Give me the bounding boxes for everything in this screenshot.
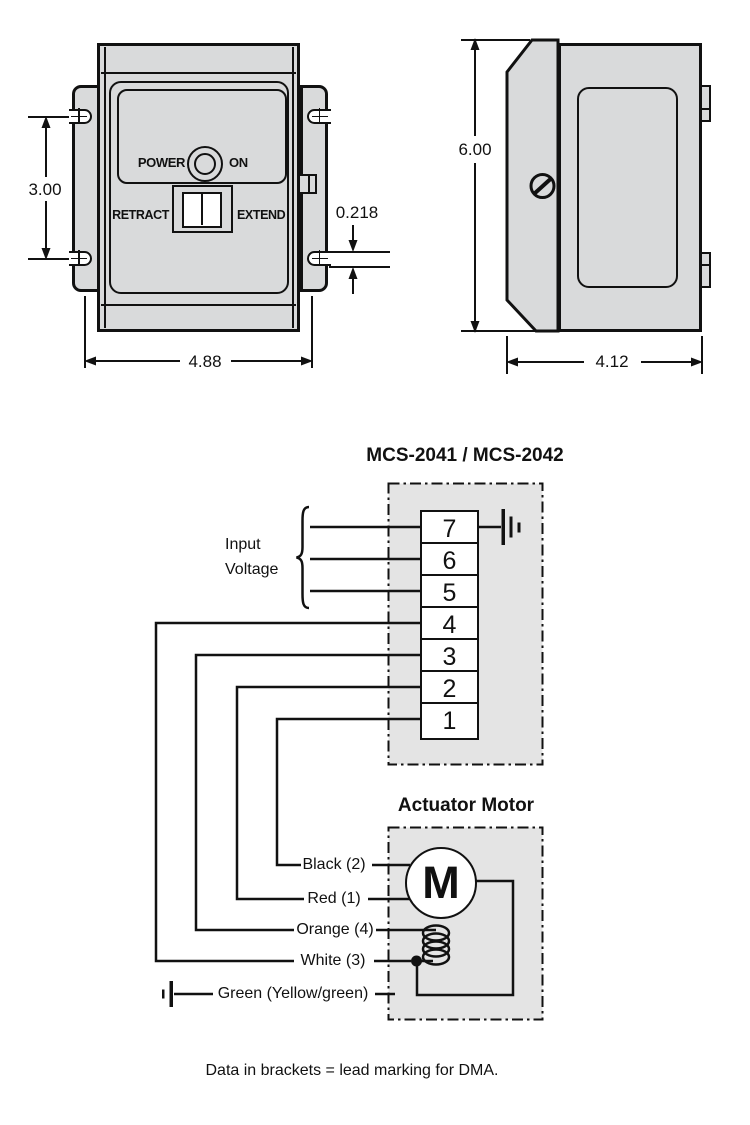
wire-label-white: White (3)	[300, 952, 366, 969]
dimension-4-88	[84, 296, 313, 368]
input-brace	[296, 505, 310, 610]
input-voltage-wires	[310, 525, 420, 593]
power-indicator-icon	[187, 146, 223, 182]
motor-title: Actuator Motor	[397, 795, 535, 816]
earth-ground-icon	[475, 509, 521, 545]
motor-lead-wires	[154, 621, 436, 996]
motor-symbol: M	[405, 847, 477, 919]
side-face-panel	[577, 87, 678, 288]
wire-label-black: Black (2)	[302, 856, 366, 873]
dimension-4-12	[506, 336, 703, 374]
mounting-slot-icon	[307, 250, 331, 266]
retract-label: RETRACT	[112, 208, 169, 222]
controller-title: MCS-2041 / MCS-2042	[366, 445, 564, 466]
dimension-0-218	[329, 225, 390, 294]
lid-seam	[292, 47, 294, 328]
mounting-slot-icon	[69, 250, 92, 266]
lid-seam	[104, 47, 106, 328]
dim-label-height: 3.00	[28, 180, 62, 199]
earth-ground-icon	[162, 981, 173, 1007]
rocker-switch	[182, 192, 222, 228]
input-voltage-label-line2: Voltage	[225, 561, 279, 578]
lid-seam	[101, 304, 296, 306]
dim-label-width: 4.88	[188, 352, 222, 371]
terminal-2: 2	[420, 670, 479, 708]
power-indicator-inner-icon	[194, 153, 216, 175]
dim-label-side-depth: 4.12	[595, 352, 629, 371]
lid-seam	[101, 72, 296, 74]
wire-label-green: Green (Yellow/green)	[217, 985, 369, 1002]
terminal-1: 1	[420, 702, 479, 740]
caption-text: Data in brackets = lead marking for DMA.	[205, 1062, 499, 1079]
terminal-5: 5	[420, 574, 479, 612]
dimension-3-00	[28, 116, 70, 260]
coil-icon	[421, 924, 451, 966]
power-label: POWER	[137, 155, 186, 170]
terminal-6: 6	[420, 542, 479, 580]
terminal-7: 7	[420, 510, 479, 548]
dimension-6-00	[461, 39, 536, 332]
motor-symbol-letter: M	[422, 857, 460, 908]
extend-label: EXTEND	[237, 208, 286, 222]
power-label-plate	[117, 89, 287, 184]
input-voltage-label-line1: Input	[225, 536, 261, 553]
front-face-panel	[109, 81, 289, 294]
latch-tab-divider	[308, 176, 310, 192]
screw-icon	[529, 173, 556, 199]
wire-label-red: Red (1)	[307, 890, 361, 907]
terminal-3: 3	[420, 638, 479, 676]
mounting-slot-icon	[69, 108, 92, 124]
dim-label-side-height: 6.00	[458, 140, 492, 159]
junction-dot	[411, 955, 422, 967]
mounting-slot-icon	[307, 108, 331, 124]
on-label: ON	[229, 155, 248, 170]
wire-label-orange: Orange (4)	[296, 921, 374, 938]
dim-label-slot: 0.218	[335, 203, 379, 222]
